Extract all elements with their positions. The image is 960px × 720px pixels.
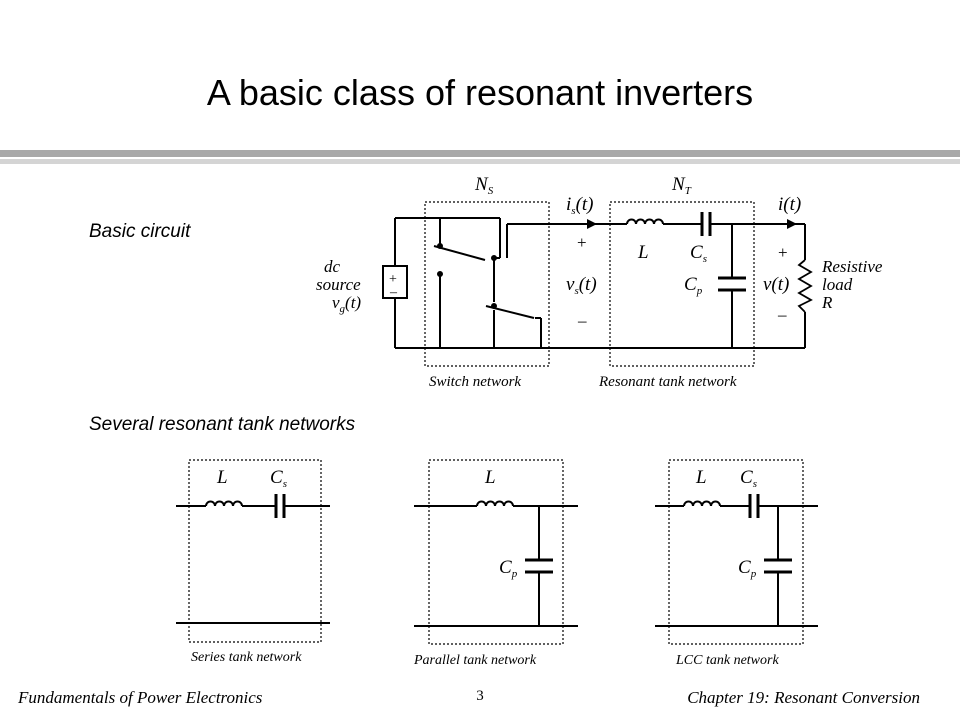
inductor-icon	[626, 218, 664, 225]
parallel-inductor-icon	[476, 500, 514, 507]
lcc-cp-label: Cp	[738, 557, 757, 580]
i-out-label: i(t)	[778, 194, 801, 215]
capacitor-cp-icon	[718, 276, 746, 292]
lcc-tank-wiring	[655, 505, 818, 627]
tank-network-box	[609, 201, 755, 367]
load-line3: R	[821, 293, 833, 312]
series-caption: Series tank network	[191, 650, 302, 665]
series-tank-wiring	[176, 505, 330, 624]
v-plus: +	[778, 243, 788, 262]
vs-label: vs(t)	[566, 274, 597, 297]
footer-chapter: Chapter 19: Resonant Conversion	[687, 688, 920, 707]
parallel-tank-wiring	[414, 505, 578, 627]
switch-upper-icon	[433, 245, 486, 261]
is-label: is(t)	[566, 194, 594, 217]
v-out-label: v(t)	[763, 274, 789, 295]
series-l-label: L	[216, 467, 228, 488]
lcc-inductor-icon	[683, 500, 721, 507]
series-tank-box	[188, 459, 322, 643]
switch-network-box	[424, 201, 550, 367]
parallel-capacitor-icon	[525, 558, 553, 574]
cs-label: Cs	[690, 242, 707, 265]
basic-circuit-wiring	[394, 217, 806, 349]
load-line2: load	[822, 275, 853, 294]
tank-networks-label: Several resonant tank networks	[89, 414, 356, 435]
vs-minus: –	[577, 311, 587, 330]
ns-label: NS	[474, 174, 494, 197]
parallel-cp-label: Cp	[499, 557, 518, 580]
is-arrow-icon	[587, 219, 597, 229]
vg-label: vg(t)	[332, 293, 361, 315]
title-rule-dark	[0, 150, 960, 157]
footer-book-title: Fundamentals of Power Electronics	[18, 688, 263, 707]
series-cs-label: Cs	[270, 467, 287, 490]
cp-label: Cp	[684, 274, 703, 297]
lcc-cs-label: Cs	[740, 467, 757, 490]
lcc-tank-box	[668, 459, 804, 645]
switch-network-caption: Switch network	[429, 374, 521, 390]
inductor-label: L	[637, 242, 649, 263]
parallel-l-label: L	[484, 467, 496, 488]
lcc-l-label: L	[695, 467, 707, 488]
source-line1: dc	[324, 257, 341, 276]
tank-network-caption: Resonant tank network	[598, 374, 737, 390]
vs-plus: +	[577, 233, 587, 252]
parallel-tank-box	[428, 459, 564, 645]
basic-circuit-label: Basic circuit	[89, 221, 191, 242]
lcc-series-capacitor-icon	[748, 494, 760, 518]
series-inductor-icon	[205, 500, 243, 507]
slide-title: A basic class of resonant inverters	[206, 72, 754, 113]
parallel-caption: Parallel tank network	[413, 653, 537, 668]
lcc-caption: LCC tank network	[675, 653, 779, 668]
i-arrow-icon	[787, 219, 797, 229]
page-number: 3	[476, 688, 484, 704]
v-minus: –	[777, 305, 787, 324]
dc-source-icon	[382, 265, 408, 299]
title-rule-light	[0, 159, 960, 164]
capacitor-cs-icon	[700, 212, 712, 236]
resistor-icon	[797, 259, 813, 313]
source-plus: +	[389, 272, 397, 287]
source-line2: source	[316, 275, 361, 294]
nt-label: NT	[671, 174, 692, 197]
source-minus: –	[389, 285, 398, 300]
lcc-parallel-capacitor-icon	[764, 558, 792, 574]
load-line1: Resistive	[821, 257, 883, 276]
series-capacitor-icon	[274, 494, 286, 518]
